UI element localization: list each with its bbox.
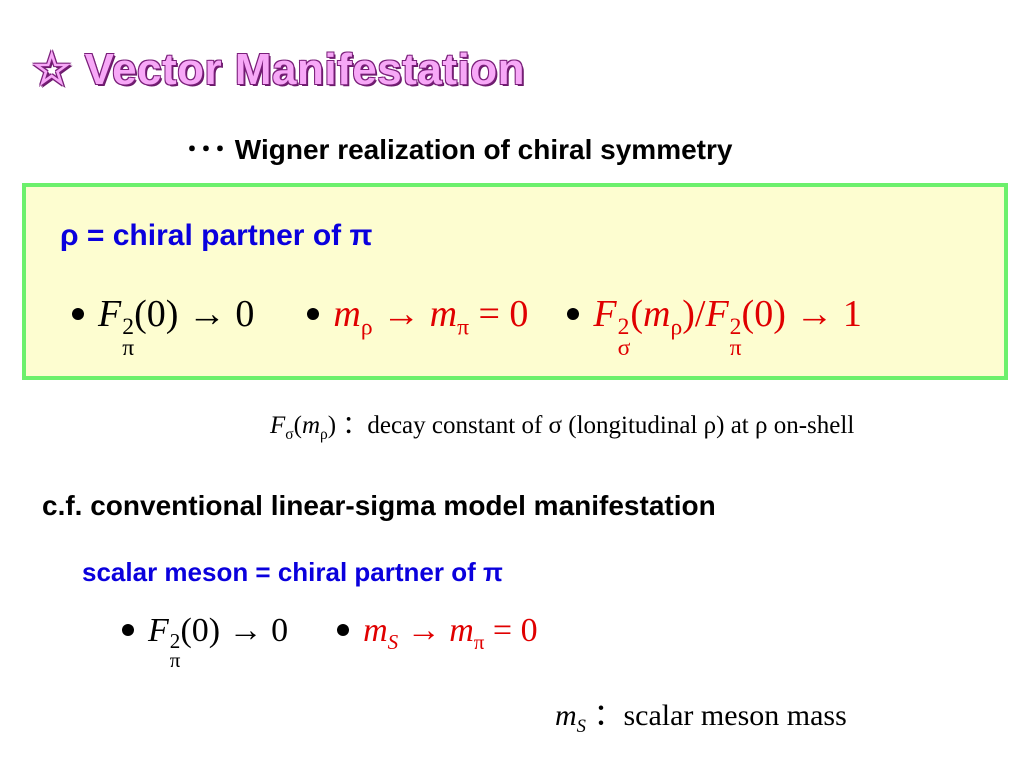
bullet-icon [567,308,580,321]
bullet-icon [337,624,350,637]
slide-title: ☆ Vector Manifestation [32,45,525,94]
bullet-icon [307,308,320,321]
cf-heading: c.f. conventional linear-sigma model man… [42,490,716,521]
bullet-icon [122,624,134,637]
formula-ms-to-mpi: mS → mπ = 0 [363,612,538,654]
slide-subtitle: ･･･ Wigner realization of chiral symmetr… [185,134,733,165]
formula-mrho-to-mpi: mρ → mπ = 0 [333,293,529,341]
decay-constant-note: Fσ(mρ) ：decay constant of σ (longitudina… [270,412,855,443]
bullet-icon [72,308,84,321]
scalar-partner-heading: scalar meson = chiral partner of π [82,557,503,587]
rho-partner-heading: ρ = chiral partner of π [60,219,373,252]
scalar-mass-note: mS ：scalar meson mass [555,699,847,737]
